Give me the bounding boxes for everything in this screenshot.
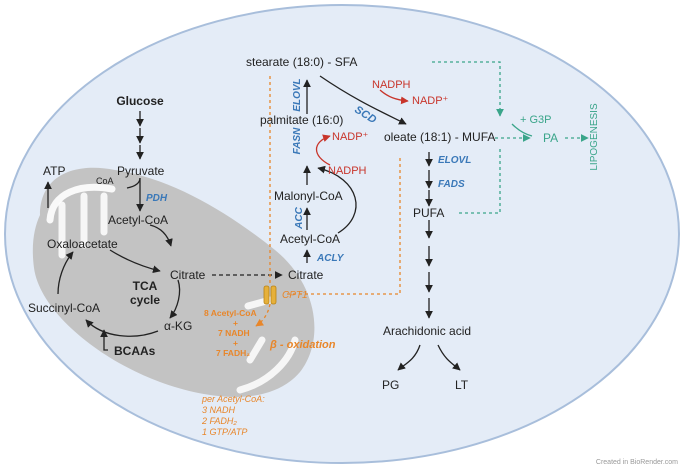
citrate-mito-label: Citrate [170,268,206,282]
succinyl-coa-label: Succinyl-CoA [28,301,100,315]
mitochondrion [32,167,315,397]
beta-oxidation-flux [255,76,401,327]
palmitate-label: palmitate (16:0) [260,113,343,127]
per-acetyl-coa-gtp: 1 GTP/ATP [202,427,247,437]
per-acetyl-coa-fadh2: 2 FADH₂ [201,416,237,426]
nadph-scd-label: NADPH [372,79,411,91]
per-acetyl-coa-title: per Acetyl-CoA: [201,394,265,404]
stearate-label: stearate (18:0) - SFA [246,55,357,69]
fads-label: FADS [438,179,465,190]
yield-fadh2: 7 FADH₂ [216,348,250,358]
acetyl-coa-mito-label: Acetyl-CoA [108,213,168,227]
acly-label: ACLY [316,253,345,264]
lipogenesis-flux [432,61,589,214]
atp-label: ATP [43,164,65,178]
alpha-kg-label: α-KG [164,319,192,333]
lipogenesis-arrows [303,75,461,371]
nadp-scd-label: NADP⁺ [412,95,449,107]
yield-plus-1: + [233,318,238,328]
bcaas-label: BCAAs [114,344,156,358]
acc-label: ACC [294,206,305,229]
yield-acetyl-coa: 8 Acetyl-CoA [204,308,257,318]
yield-plus-2: + [233,338,238,348]
fasn-label: FASN [292,127,303,154]
pa-label: PA [543,131,558,145]
pufa-label: PUFA [413,206,444,220]
cpt1-transporter [263,285,277,305]
oxaloacetate-label: Oxaloacetate [47,237,118,251]
redox-arrows [315,89,409,166]
elovl-left-label: ELOVL [292,78,303,111]
per-acetyl-coa-nadh: 3 NADH [202,405,236,415]
pdh-label: PDH [146,193,168,204]
coa-label: CoA [96,176,114,186]
yield-nadh: 7 NADH [218,328,250,338]
elovl-right-label: ELOVL [438,155,471,166]
malonyl-coa-label: Malonyl-CoA [274,189,343,203]
g3p-label: + G3P [520,114,552,126]
acetyl-coa-cyto-label: Acetyl-CoA [280,232,340,246]
watermark: Created in BioRender.com [596,459,678,466]
nadph-fasn-label: NADPH [328,165,367,177]
pyruvate-label: Pyruvate [117,164,165,178]
lipogenesis-label: LIPOGENESIS [589,103,600,171]
oleate-label: oleate (18:1) - MUFA [384,130,495,144]
cpt1-label: CPT1 [282,290,308,301]
arachidonic-label: Arachidonic acid [383,324,471,338]
tca-label: TCA [133,279,158,293]
citrate-cyto-label: Citrate [288,268,324,282]
cycle-label: cycle [130,293,160,307]
nadp-fasn-label: NADP⁺ [332,131,369,143]
glycolysis-arrows [44,111,181,351]
lt-label: LT [455,378,469,392]
pg-label: PG [382,378,399,392]
beta-oxidation-label: β - oxidation [269,339,336,351]
glucose-label: Glucose [116,94,164,108]
